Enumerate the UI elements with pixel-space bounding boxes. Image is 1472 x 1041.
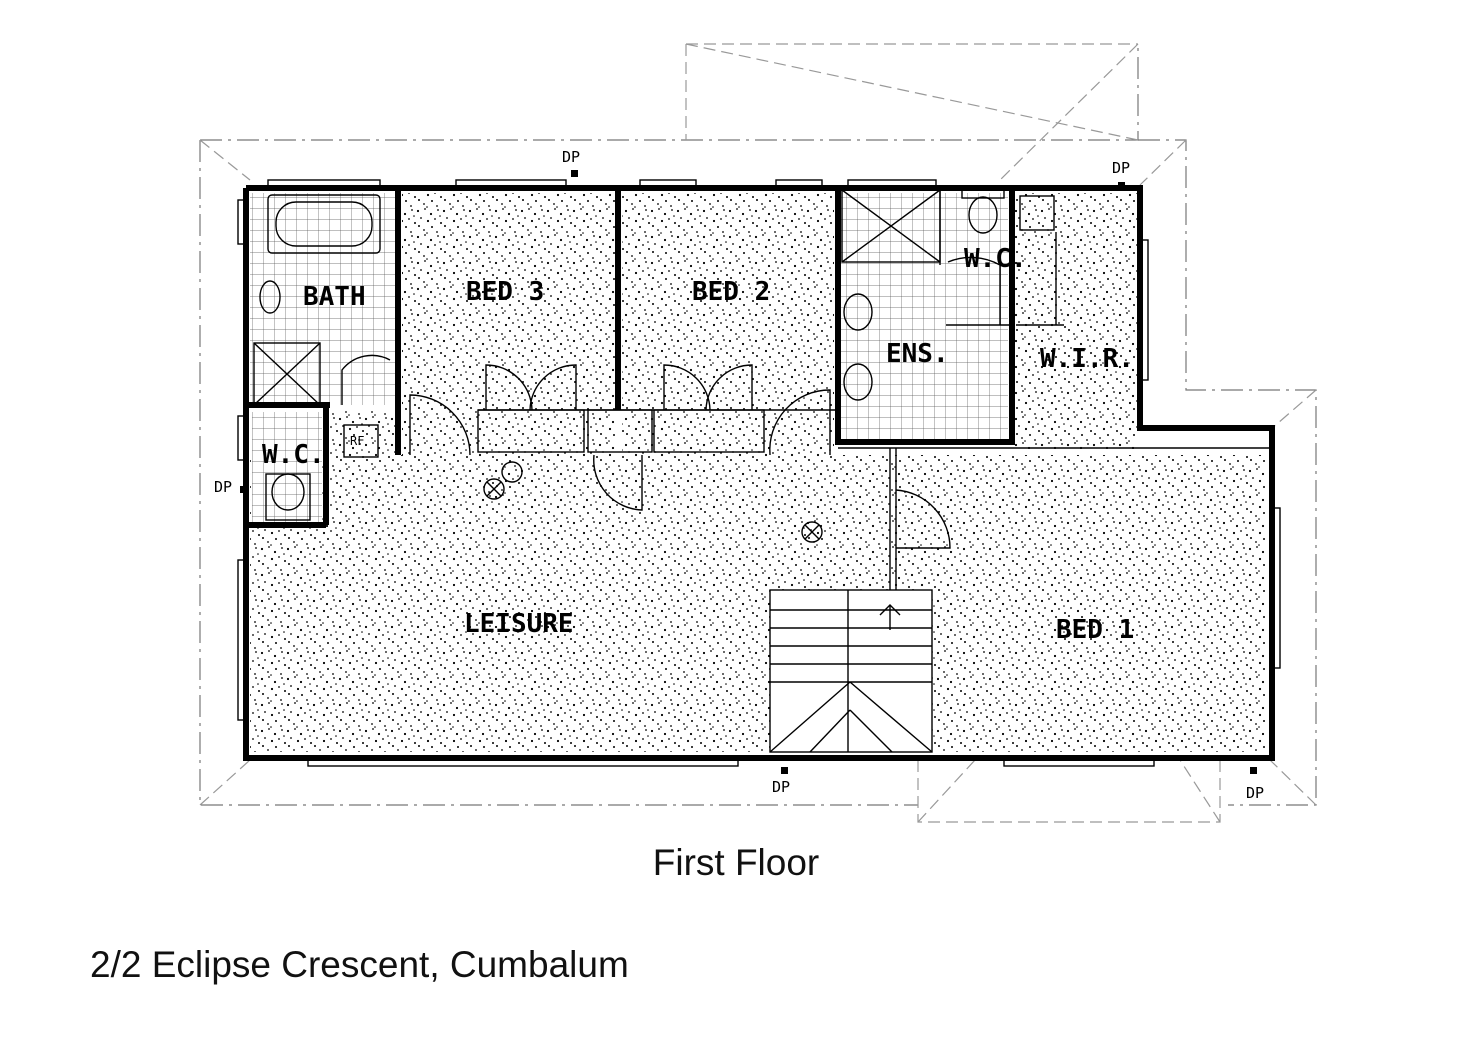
dp-label-top-right: DP [1112,159,1130,177]
room-label-bed-3: BED 3 [466,277,544,307]
property-address: 2/2 Eclipse Crescent, Cumbalum [90,944,629,985]
dp-label-top: DP [562,148,580,166]
room-label-wir: W.I.R. [1040,344,1134,374]
roof-outline [199,43,1317,823]
windows [237,179,1281,767]
room-label-ens: ENS. [886,339,949,369]
room-label-wc-left: W.C. [262,440,325,470]
room-label-bath: BATH [303,282,366,312]
dp-label-bottom: DP [772,778,790,796]
dp-label-left: DP [214,478,232,496]
room-label-bed-1: BED 1 [1056,615,1134,645]
room-label-leisure: LEISURE [464,609,574,639]
refrigerator-label: RF [350,434,364,448]
fixtures [253,185,1055,543]
dp-label-bottom-right: DP [1246,784,1264,802]
room-label-wc-top: W.C. [964,244,1027,274]
doors [341,256,1001,549]
downpipes [240,170,1257,774]
room-label-bed-2: BED 2 [692,277,770,307]
floor-fills [250,193,1266,752]
staircase [769,589,933,753]
floor-title: First Floor [652,842,820,883]
